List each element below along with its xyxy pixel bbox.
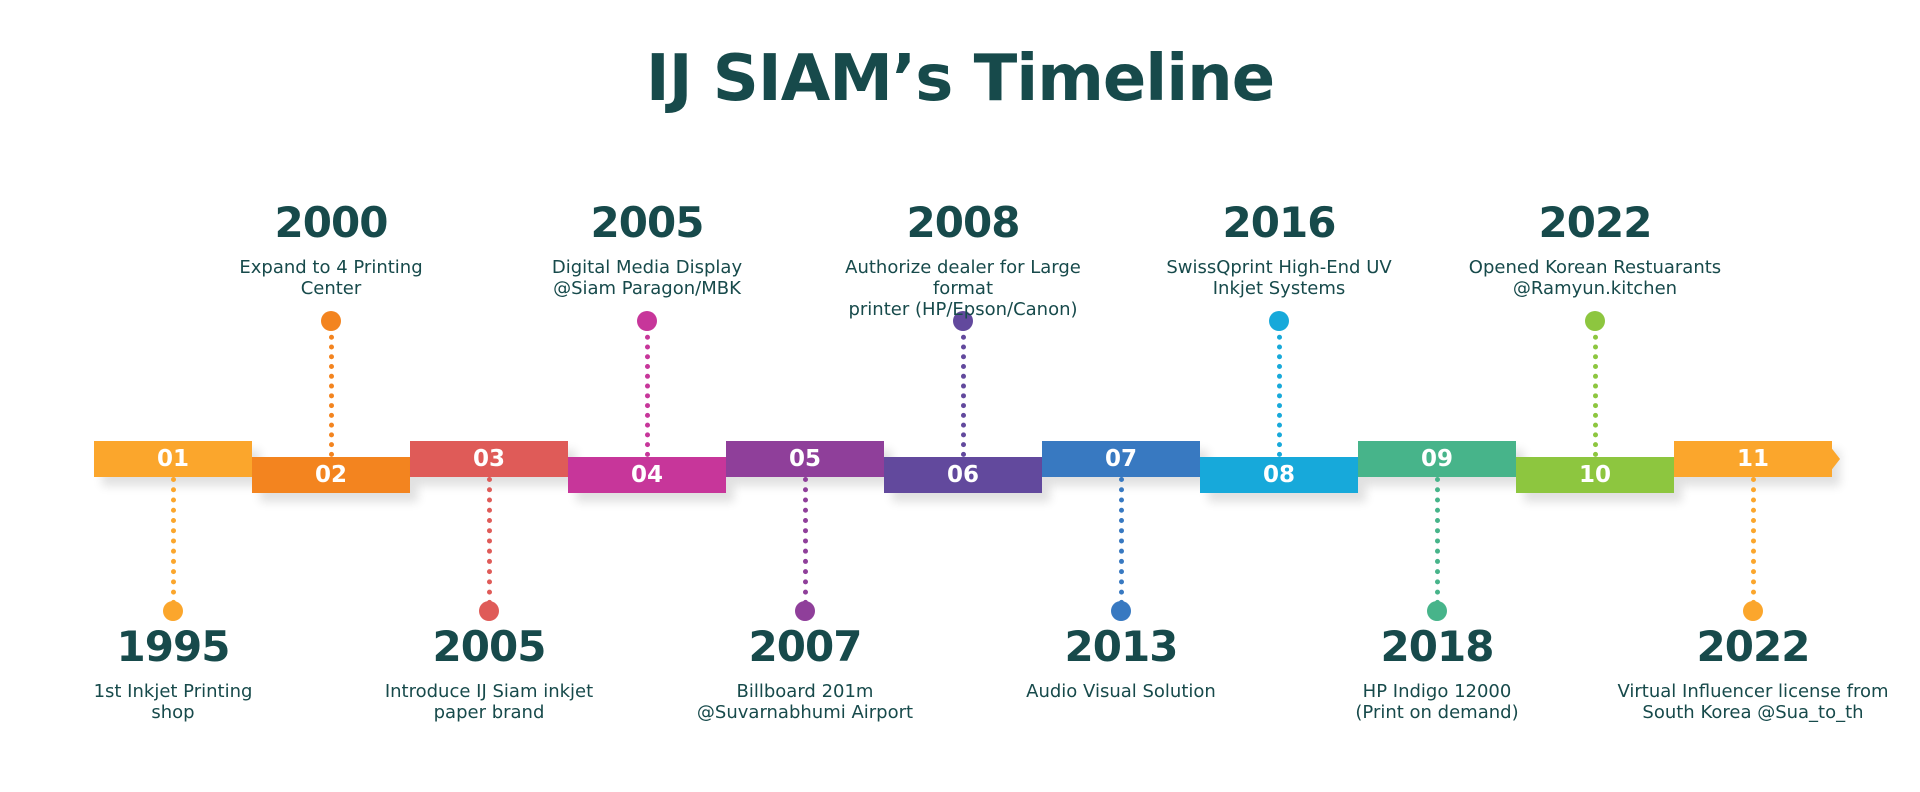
milestone-year: 1995 [116,622,231,671]
milestone-dot [1111,601,1131,621]
connector-line [645,325,650,457]
connector-line [487,477,492,605]
milestone-dot [1427,601,1447,621]
connector-line [803,477,808,605]
timeline-segment: 10 [1516,457,1674,493]
milestone-year: 2005 [590,198,705,247]
milestone-year: 2000 [274,198,389,247]
timeline-segment: 11 [1674,441,1832,477]
milestone-dot [1585,311,1605,331]
milestone-dot [479,601,499,621]
timeline-segment: 04 [568,457,726,493]
milestone-dot [321,311,341,331]
milestone-dot [1269,311,1289,331]
connector-line [171,477,176,605]
timeline-segment: 09 [1358,441,1516,477]
milestone-year: 2013 [1064,622,1179,671]
milestone-year: 2022 [1696,622,1811,671]
timeline-segment: 06 [884,457,1042,493]
timeline-segment: 07 [1042,441,1200,477]
milestone-description: Introduce IJ Siam inkjet paper brand [384,681,594,723]
milestone-description: HP Indigo 12000 (Print on demand) [1355,681,1519,723]
milestone-description: Billboard 201m @Suvarnabhumi Airport [696,681,914,723]
milestone-description: Digital Media Display @Siam Paragon/MBK [551,257,743,299]
milestone-year: 2007 [748,622,863,671]
milestone-dot [1743,601,1763,621]
connector-line [329,325,334,457]
connector-line [1751,477,1756,605]
milestone-year: 2022 [1538,198,1653,247]
milestone-year: 2018 [1380,622,1495,671]
milestone-description: Virtual Influencer license from South Ko… [1617,681,1889,723]
connector-line [1277,325,1282,457]
milestone-description: Opened Korean Restuarants @Ramyun.kitche… [1468,257,1722,299]
milestone-year: 2016 [1222,198,1337,247]
timeline-segment: 08 [1200,457,1358,493]
milestone-description: 1st Inkjet Printing shop [93,681,253,723]
milestone-year: 2008 [906,198,1021,247]
connector-line [1593,325,1598,457]
milestone-dot [953,311,973,331]
milestone-dot [637,311,657,331]
milestone-description: Authorize dealer for Large format printe… [845,257,1081,320]
timeline-segment: 05 [726,441,884,477]
timeline-arrow [1826,441,1840,477]
milestone-dot [163,601,183,621]
milestone-description: SwissQprint High-End UV Inkjet Systems [1166,257,1392,299]
milestone-dot [795,601,815,621]
timeline-segment: 01 [94,441,252,477]
connector-line [961,325,966,457]
milestone-year: 2005 [432,622,547,671]
connector-line [1435,477,1440,605]
milestone-description: Expand to 4 Printing Center [239,257,423,299]
timeline-segment: 02 [252,457,410,493]
connector-line [1119,477,1124,605]
timeline-title: IJ SIAM’s Timeline [645,42,1275,116]
timeline-segment: 03 [410,441,568,477]
milestone-description: Audio Visual Solution [1026,681,1216,702]
